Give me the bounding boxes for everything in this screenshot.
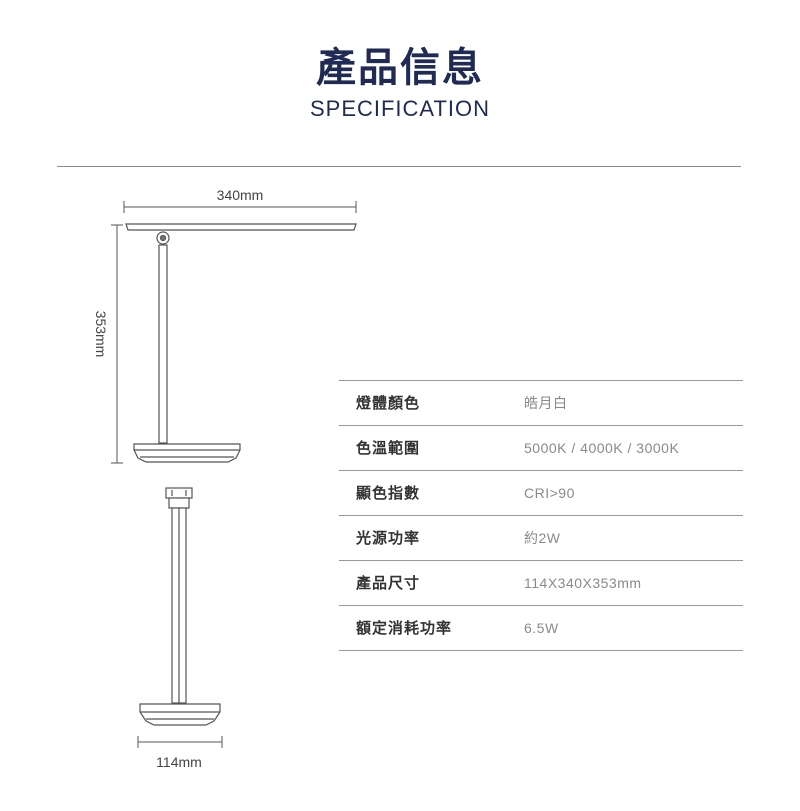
spec-row-size: 產品尺寸 114X340X353mm	[339, 561, 743, 606]
height-label: 353mm	[93, 311, 109, 358]
spec-row-light-power: 光源功率 約2W	[339, 516, 743, 561]
spec-label: 額定消耗功率	[356, 619, 453, 637]
lamp-front-view	[125, 223, 357, 463]
depth-label: 114mm	[156, 754, 202, 770]
spec-row-color-temperature: 色溫範圍 5000K / 4000K / 3000K	[339, 426, 743, 471]
spec-label: 顯色指數	[356, 484, 421, 502]
header-divider	[57, 166, 741, 167]
spec-label: 產品尺寸	[356, 574, 421, 592]
lamp-side-view	[139, 487, 221, 726]
spec-row-cri: 顯色指數 CRI>90	[339, 471, 743, 516]
spec-label: 燈體顏色	[356, 394, 421, 412]
spec-table: 燈體顏色 皓月白 色溫範圍 5000K / 4000K / 3000K 顯色指數…	[339, 380, 743, 651]
spec-row-color: 燈體顏色 皓月白	[339, 381, 743, 426]
page-subtitle: SPECIFICATION	[309, 96, 491, 121]
spec-value: 6.5W	[524, 620, 559, 636]
spec-value: 約2W	[524, 530, 561, 546]
width-label: 340mm	[217, 187, 264, 203]
page-title: 產品信息	[316, 45, 484, 91]
spec-value: 5000K / 4000K / 3000K	[524, 440, 680, 456]
spec-label: 光源功率	[356, 529, 421, 547]
spec-value: 114X340X353mm	[524, 575, 642, 591]
width-dimension	[123, 201, 357, 213]
spec-value: 皓月白	[524, 395, 568, 411]
height-dimension	[111, 224, 123, 464]
depth-dimension	[137, 736, 223, 748]
spec-row-rated-power: 額定消耗功率 6.5W	[339, 606, 743, 651]
spec-label: 色溫範圍	[356, 439, 421, 457]
spec-value: CRI>90	[524, 485, 575, 501]
